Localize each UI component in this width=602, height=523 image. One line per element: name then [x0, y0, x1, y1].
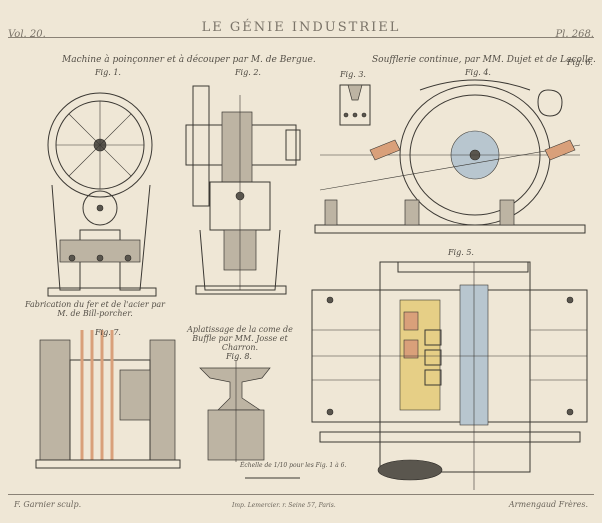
- fig5-label: Fig. 5.: [448, 248, 474, 257]
- header-rule: [8, 37, 594, 38]
- fig8-label: Fig. 8.: [226, 352, 252, 361]
- caption-blower: Soufflerie continue, par MM. Dujet et de…: [372, 55, 596, 65]
- volume-label: Vol. 20.: [8, 29, 46, 40]
- fig3-label: Fig. 3.: [340, 70, 366, 79]
- fig8-anvil-drawing: [199, 360, 271, 462]
- caption-punching-machine: Machine à poinçonner et à découper par M…: [62, 55, 316, 65]
- plate-title: LE GÉNIE INDUSTRIEL: [201, 20, 401, 35]
- fig1-label: Fig. 1.: [95, 68, 121, 77]
- footer-engraver: F. Garnier sculp.: [14, 500, 82, 509]
- fig5-plan-drawing: [311, 261, 588, 490]
- caption-scale: Échelle de 1/10 pour les Fig. 1 à 6.: [240, 462, 347, 469]
- fig2-engine-drawing: [185, 85, 301, 295]
- fig1-press-drawing: [47, 92, 157, 297]
- fig4-label: Fig. 4.: [465, 68, 491, 77]
- plate-header: Vol. 20. LE GÉNIE INDUSTRIEL Pl. 268.: [0, 8, 602, 40]
- caption-horn-flattening: Aplatissage de la come de Buffle par MM.…: [187, 325, 293, 352]
- fig4-blower-drawing: [314, 79, 586, 234]
- fig3-detail-drawing: [339, 84, 371, 126]
- footer-printer: Imp. Lemercier. r. Seine 57, Paris.: [232, 502, 336, 509]
- footer-rule: [8, 494, 594, 495]
- fig7-label: Fig. 7.: [95, 328, 121, 337]
- fig2-label: Fig. 2.: [235, 68, 261, 77]
- caption-iron-steel: Fabrication du fer et de l'acier par M. …: [25, 300, 165, 318]
- fig7-furnace-drawing: [35, 330, 181, 469]
- plate-number: Pl. 268.: [555, 29, 594, 40]
- fig6-label: Fig. 6.: [567, 58, 593, 67]
- footer-publisher: Armengaud Frères.: [508, 500, 588, 509]
